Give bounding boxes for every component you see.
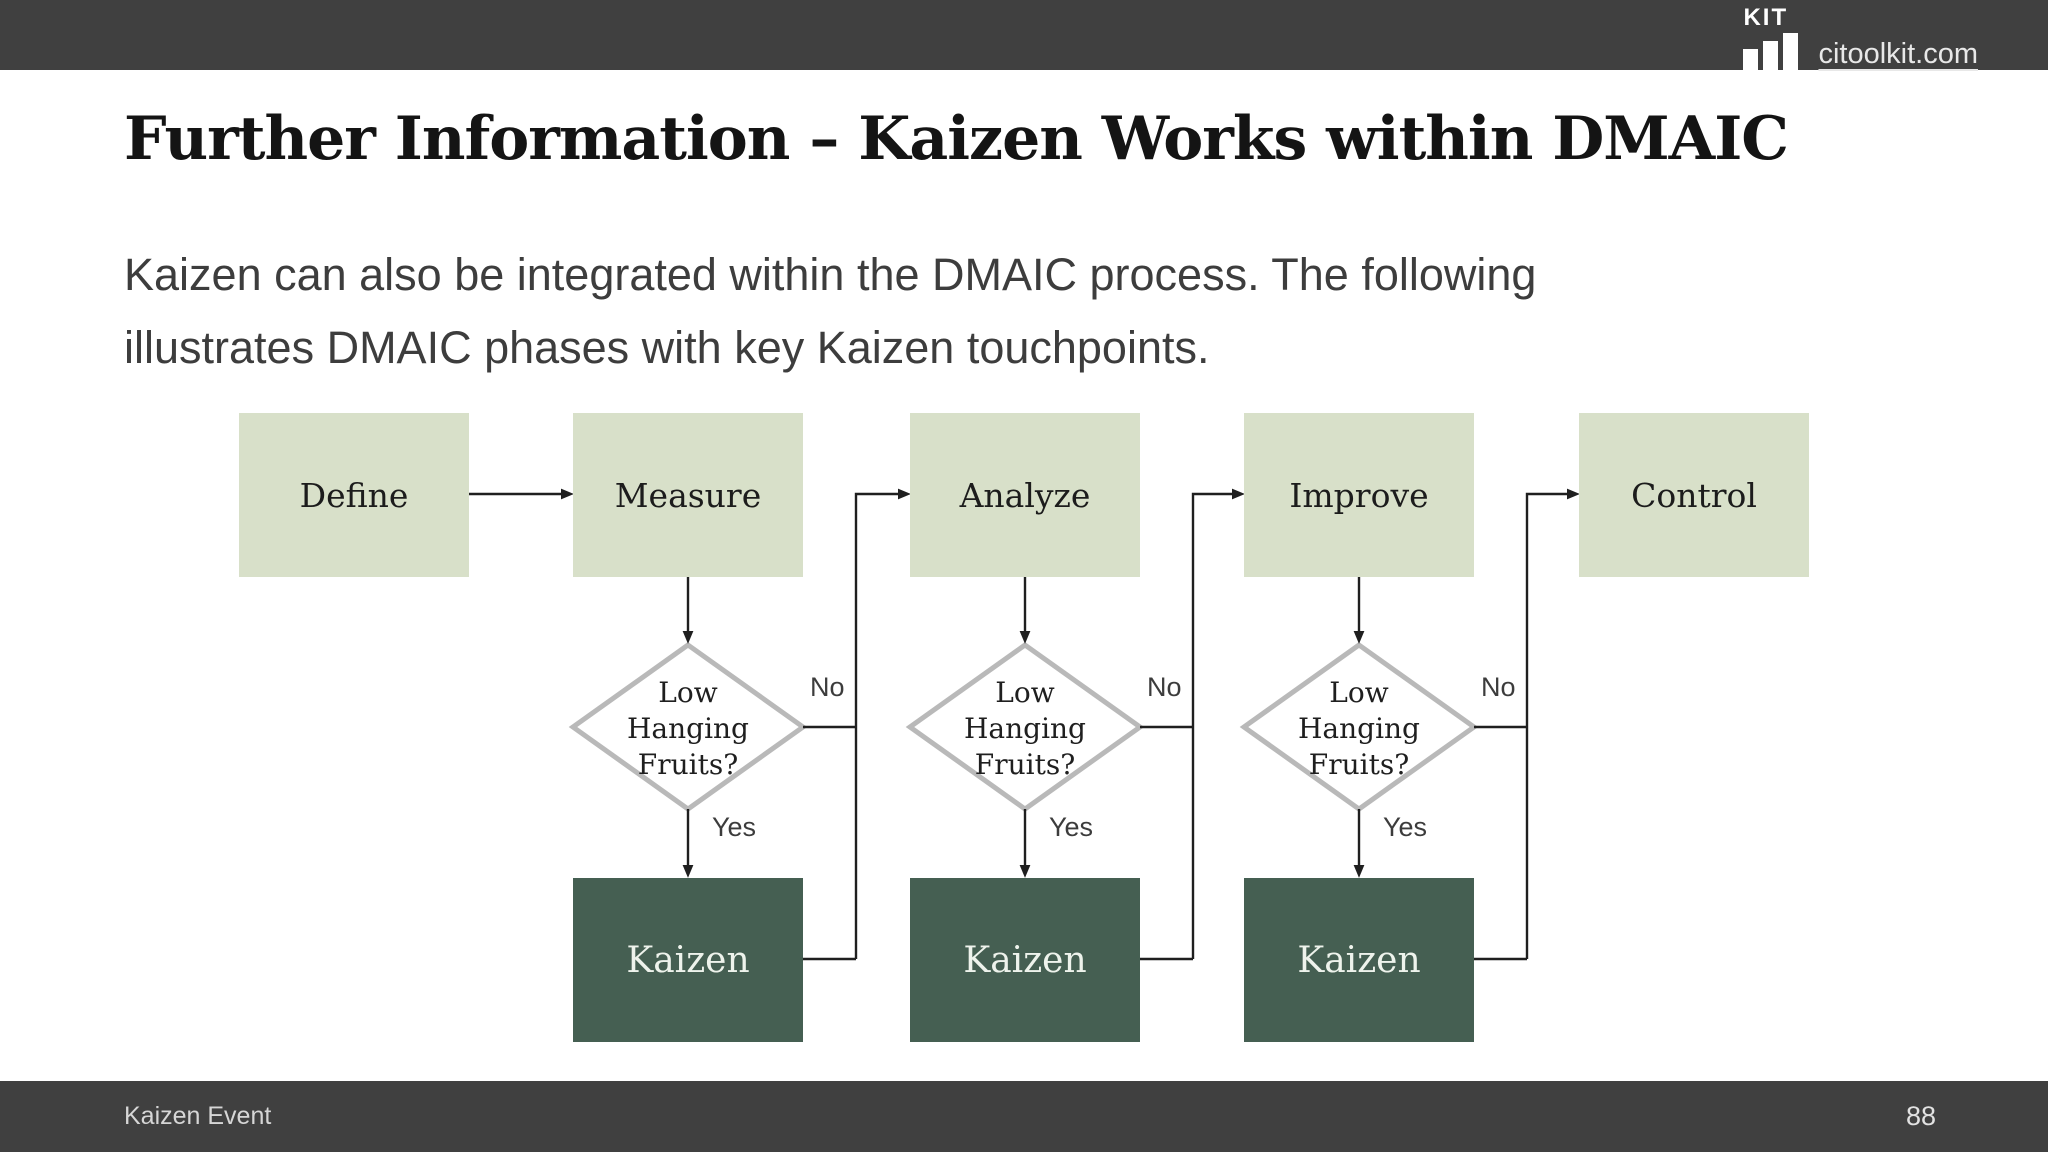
footer-title: Kaizen Event	[124, 1102, 272, 1130]
decision-label-analyze: Low Hanging Fruits?	[964, 676, 1086, 781]
page-number: 88	[1905, 1101, 1936, 1131]
site-link[interactable]: citoolkit.com	[1818, 38, 1978, 70]
kit-logo: KIT	[1743, 4, 1799, 71]
kit-logo-text: KIT	[1743, 4, 1789, 31]
no-label-3: No	[1481, 672, 1516, 702]
header-bar: KIT citoolkit.com	[0, 0, 2048, 71]
no-label-2: No	[1147, 672, 1182, 702]
footer-bar: Kaizen Event 88	[0, 1081, 2048, 1152]
yes-label-3: Yes	[1383, 812, 1428, 842]
arrow-loop-analyze	[854, 488, 911, 959]
brand-area: KIT citoolkit.com	[1743, 6, 1978, 71]
kaizen-box-improve: Kaizen	[1244, 878, 1474, 1042]
phase-box-improve: Improve	[1244, 413, 1474, 577]
yes-label-1: Yes	[712, 812, 757, 842]
kaizen-box-analyze: Kaizen	[910, 878, 1140, 1042]
phase-box-measure: Measure	[573, 413, 803, 577]
no-label-1: No	[810, 672, 845, 702]
arrow-loop-improve	[1191, 488, 1245, 959]
body-paragraph: Kaizen can also be integrated within the…	[124, 238, 1536, 384]
decision-label-measure: Low Hanging Fruits?	[627, 676, 749, 781]
kaizen-box-measure: Kaizen	[573, 878, 803, 1042]
page-title: Further Information – Kaizen Works withi…	[124, 104, 1789, 174]
bar-chart-icon	[1743, 33, 1799, 71]
phase-box-control: Control	[1579, 413, 1809, 577]
phase-box-analyze: Analyze	[910, 413, 1140, 577]
phase-box-define: Define	[239, 413, 469, 577]
decision-label-improve: Low Hanging Fruits?	[1298, 676, 1420, 781]
body-line-1: Kaizen can also be integrated within the…	[124, 249, 1537, 300]
body-line-2: illustrates DMAIC phases with key Kaizen…	[124, 322, 1210, 373]
yes-label-2: Yes	[1049, 812, 1094, 842]
arrow-loop-control	[1525, 488, 1580, 959]
